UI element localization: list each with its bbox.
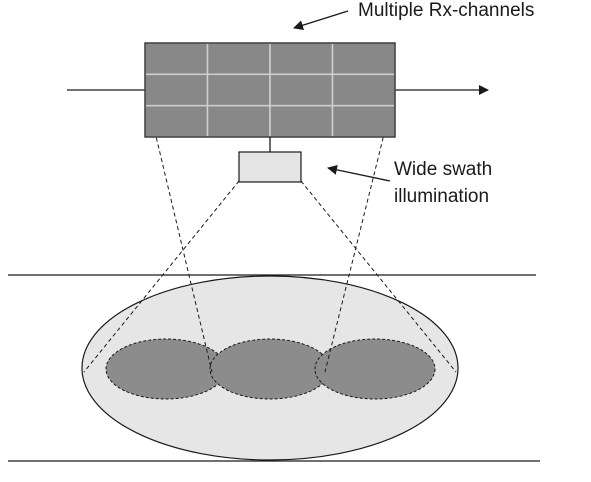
antenna-cell (331, 104, 396, 138)
antenna-cell (269, 42, 334, 76)
antenna-cell (144, 42, 209, 76)
rx-footprint-1 (105, 338, 227, 400)
wide-swath-label-line2: illumination (394, 186, 489, 207)
antenna-cell (206, 104, 271, 138)
rx-antenna-panel (144, 42, 396, 138)
antenna-cell (269, 104, 334, 138)
rx-beam-left-outer (144, 89, 213, 373)
rx-channels-label: Multiple Rx-channels (358, 0, 534, 21)
tx-beam-right (300, 180, 457, 373)
antenna-cell (206, 42, 271, 76)
rx-footprint-2 (209, 338, 331, 400)
rx-footprint-3 (314, 338, 436, 400)
tx-beam-left (83, 180, 240, 373)
antenna-cell (144, 104, 209, 138)
rx-channels-callout-arrow (293, 10, 349, 31)
wide-swath-callout-arrow (327, 164, 391, 182)
antenna-cell (331, 73, 396, 107)
antenna-cell (269, 73, 334, 107)
rx-footprints (105, 338, 436, 400)
antenna-cell (331, 42, 396, 76)
tx-box (238, 151, 302, 183)
antenna-cell (206, 73, 271, 107)
antenna-cell (144, 73, 209, 107)
wide-swath-label-line1: Wide swath (394, 159, 492, 180)
